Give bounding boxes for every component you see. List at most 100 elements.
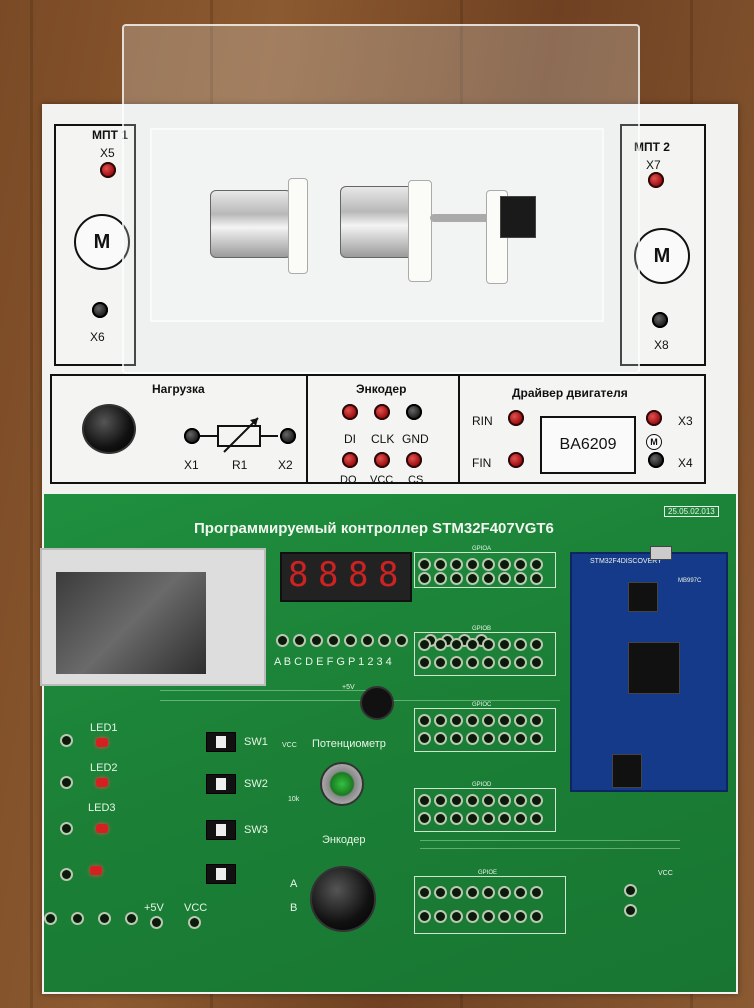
header-pin[interactable] (468, 658, 477, 667)
header-pin[interactable] (452, 716, 461, 725)
driver-jack-x4[interactable] (648, 452, 664, 468)
header-pin[interactable] (484, 888, 493, 897)
header-pin[interactable] (420, 814, 429, 823)
header-pin[interactable] (532, 734, 541, 743)
header-pin[interactable] (460, 636, 469, 645)
header-pin[interactable] (452, 640, 461, 649)
header-pin[interactable] (397, 636, 406, 645)
header-pin[interactable] (329, 636, 338, 645)
switch-sw3[interactable] (206, 820, 236, 840)
header-pin[interactable] (484, 716, 493, 725)
power-vcc-jack[interactable] (190, 918, 199, 927)
header-pin[interactable] (468, 734, 477, 743)
header-pin[interactable] (484, 574, 493, 583)
header-pin[interactable] (436, 574, 445, 583)
header-pin[interactable] (436, 640, 445, 649)
header-pin[interactable] (346, 636, 355, 645)
header-pin[interactable] (484, 912, 493, 921)
header-pin[interactable] (484, 796, 493, 805)
header-pin[interactable] (484, 734, 493, 743)
header-pin[interactable] (516, 640, 525, 649)
header-pin[interactable] (532, 574, 541, 583)
encoder-jack-clk[interactable] (374, 404, 390, 420)
header-pin[interactable] (436, 716, 445, 725)
header-pin[interactable] (516, 574, 525, 583)
header-pin[interactable] (278, 636, 287, 645)
load-jack-x2[interactable] (280, 428, 296, 444)
header-pin[interactable] (443, 636, 452, 645)
motor1-bottom-jack[interactable] (92, 302, 108, 318)
header-pin[interactable] (295, 636, 304, 645)
header-pin[interactable] (420, 912, 429, 921)
header-pin[interactable] (380, 636, 389, 645)
header-pin[interactable] (452, 658, 461, 667)
header-pin[interactable] (420, 716, 429, 725)
header-pin[interactable] (420, 640, 429, 649)
header-pin[interactable] (363, 636, 372, 645)
header-pin[interactable] (452, 560, 461, 569)
header-pin[interactable] (500, 888, 509, 897)
header-pin[interactable] (484, 640, 493, 649)
header-pin[interactable] (452, 796, 461, 805)
header-pin[interactable] (532, 640, 541, 649)
header-pin[interactable] (516, 560, 525, 569)
motor1-top-jack[interactable] (100, 162, 116, 178)
motor2-top-jack[interactable] (648, 172, 664, 188)
header-pin[interactable] (484, 814, 493, 823)
header-pin[interactable] (436, 888, 445, 897)
header-pin[interactable] (468, 560, 477, 569)
header-pin[interactable] (532, 814, 541, 823)
header-pin[interactable] (436, 814, 445, 823)
switch-sw1[interactable] (206, 732, 236, 752)
header-pin[interactable] (532, 888, 541, 897)
header-pin[interactable] (436, 734, 445, 743)
header-pin[interactable] (532, 658, 541, 667)
header-pin[interactable] (420, 574, 429, 583)
header-pin[interactable] (420, 658, 429, 667)
header-pin[interactable] (484, 560, 493, 569)
motor2-bottom-jack[interactable] (652, 312, 668, 328)
switch-sw4[interactable] (206, 864, 236, 884)
header-pin[interactable] (500, 560, 509, 569)
encoder-jack-gnd[interactable] (406, 404, 422, 420)
load-jack-x1[interactable] (184, 428, 200, 444)
led1-jack[interactable] (62, 736, 71, 745)
header-pin[interactable] (477, 636, 486, 645)
header-pin[interactable] (468, 888, 477, 897)
header-pin[interactable] (532, 796, 541, 805)
potentiometer-knob[interactable] (320, 762, 364, 806)
header-pin[interactable] (516, 912, 525, 921)
header-pin[interactable] (468, 796, 477, 805)
load-knob[interactable] (82, 404, 136, 454)
header-pin[interactable] (436, 912, 445, 921)
header-pin[interactable] (100, 914, 109, 923)
led2-jack[interactable] (62, 778, 71, 787)
header-pin[interactable] (452, 734, 461, 743)
led4-jack[interactable] (62, 870, 71, 879)
driver-jack-fin[interactable] (508, 452, 524, 468)
header-pin[interactable] (468, 640, 477, 649)
header-pin[interactable] (516, 796, 525, 805)
header-pin[interactable] (436, 560, 445, 569)
header-pin[interactable] (484, 658, 493, 667)
header-pin[interactable] (500, 658, 509, 667)
header-pin[interactable] (516, 716, 525, 725)
header-pin[interactable] (532, 716, 541, 725)
header-pin[interactable] (468, 716, 477, 725)
header-pin[interactable] (452, 888, 461, 897)
header-pin[interactable] (468, 574, 477, 583)
header-pin[interactable] (127, 914, 136, 923)
right-jack-2[interactable] (626, 906, 635, 915)
header-pin[interactable] (452, 912, 461, 921)
header-pin[interactable] (468, 912, 477, 921)
header-pin[interactable] (532, 560, 541, 569)
header-pin[interactable] (452, 814, 461, 823)
header-pin[interactable] (516, 734, 525, 743)
power-5v-jack[interactable] (152, 918, 161, 927)
header-pin[interactable] (500, 574, 509, 583)
header-pin[interactable] (516, 814, 525, 823)
switch-sw2[interactable] (206, 774, 236, 794)
header-pin[interactable] (532, 912, 541, 921)
led3-jack[interactable] (62, 824, 71, 833)
header-pin[interactable] (452, 574, 461, 583)
